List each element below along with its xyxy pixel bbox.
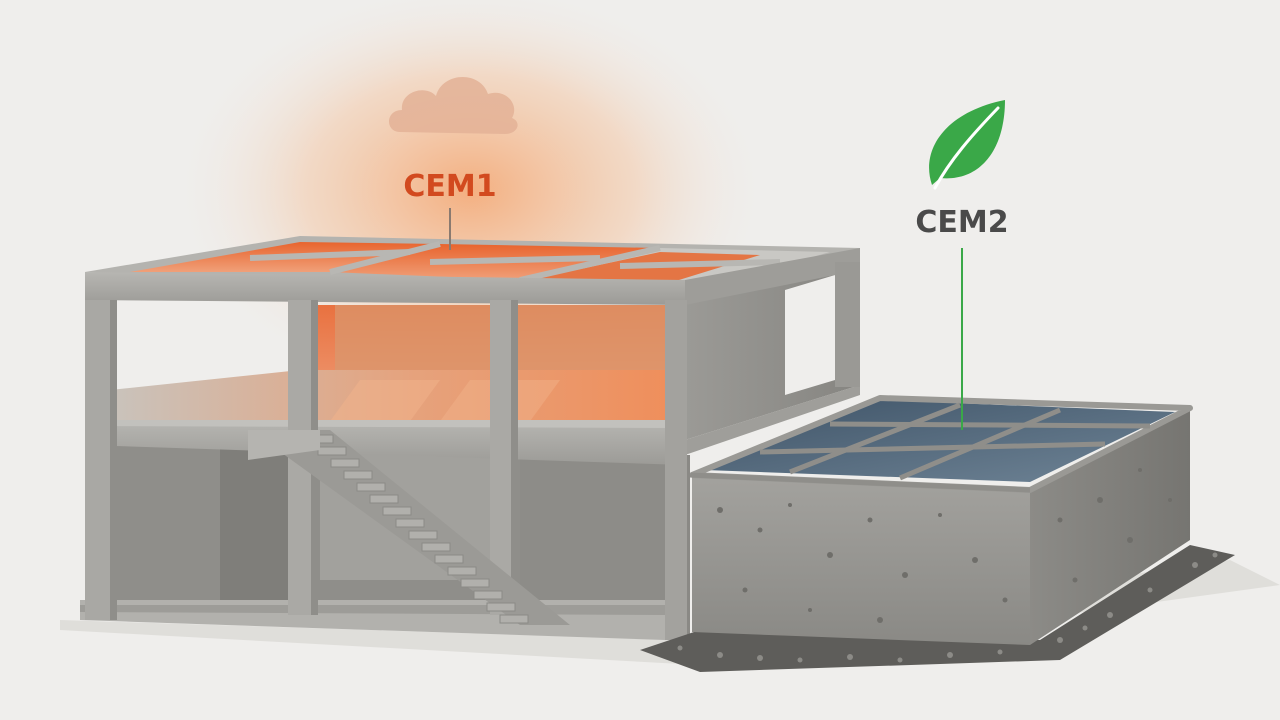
tank-cem2 (640, 248, 1235, 672)
building-cem1 (80, 208, 860, 640)
leaf-icon (929, 100, 1005, 190)
cloud-icon (388, 76, 518, 134)
cem1-label: CEM1 (403, 169, 496, 204)
cem2-label: CEM2 (915, 205, 1008, 240)
ground-shadow (60, 560, 1280, 665)
